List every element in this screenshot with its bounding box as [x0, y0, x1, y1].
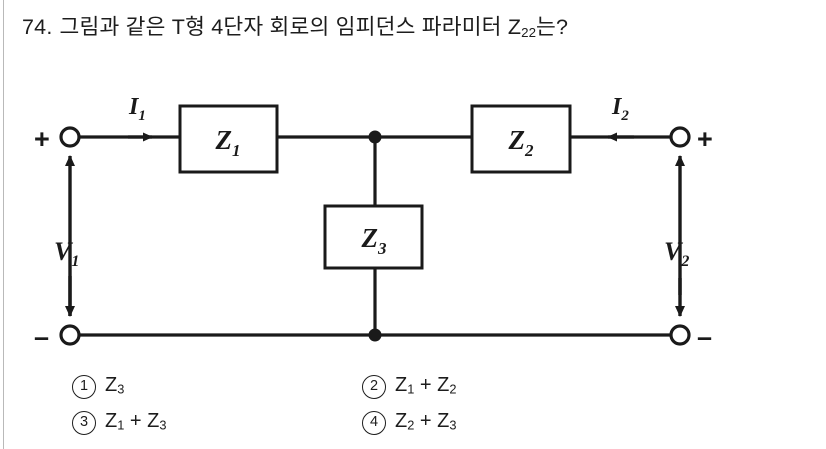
- question-text-tail: 는?: [536, 15, 569, 39]
- answer-choice-list: 1 Z3 2 Z1 + Z2 3 Z1 + Z3 4 Z2 + Z3: [0, 374, 826, 446]
- answer-choice-1-expression: Z3: [105, 374, 125, 397]
- answer-choice-4[interactable]: 4 Z2 + Z3: [362, 410, 456, 437]
- answer-choice-3[interactable]: 3 Z1 + Z3: [72, 410, 166, 437]
- impedance-label-z2: Z2: [508, 125, 535, 160]
- answer-choice-2-marker: 2: [362, 375, 386, 399]
- polarity-sign-bottom-right: –: [697, 322, 712, 352]
- answer-choice-4-expression: Z2 + Z3: [395, 410, 457, 433]
- junction-dot-bottom: [368, 328, 382, 342]
- current-label-i2: I2: [611, 94, 629, 124]
- polarity-sign-bottom-left: –: [34, 322, 49, 352]
- terminal-bottom-left: [59, 324, 81, 346]
- terminal-top-left: [59, 126, 81, 148]
- answer-choice-4-marker: 4: [362, 411, 386, 435]
- voltage-label-v2: V2: [664, 237, 689, 270]
- question-number: 74.: [22, 15, 53, 39]
- answer-choice-3-expression: Z1 + Z3: [105, 410, 167, 433]
- current-label-i1: I1: [128, 94, 146, 124]
- question-text-main: 그림과 같은 T형 4단자 회로의 임피던스 파라미터 Z: [59, 15, 522, 39]
- page-left-edge-rule: [3, 0, 4, 449]
- terminal-top-right: [669, 126, 691, 148]
- impedance-label-z3: Z3: [361, 223, 388, 258]
- circuit-diagram: Z1 Z2 Z3: [0, 80, 826, 370]
- impedance-box-z1: [178, 104, 279, 174]
- terminal-bottom-right: [669, 324, 691, 346]
- question-statement: 74.그림과 같은 T형 4단자 회로의 임피던스 파라미터 Z22는?: [22, 12, 812, 48]
- answer-choice-3-marker: 3: [72, 411, 96, 435]
- answer-choice-2[interactable]: 2 Z1 + Z2: [362, 374, 456, 401]
- answer-choice-2-expression: Z1 + Z2: [395, 374, 457, 397]
- impedance-label-z1: Z1: [215, 125, 241, 160]
- polarity-sign-top-right: +: [697, 124, 713, 154]
- answer-choice-1-marker: 1: [72, 375, 96, 399]
- impedance-box-z2: [470, 104, 572, 174]
- circuit-svg: Z1 Z2 Z3: [34, 94, 713, 352]
- answer-choice-1[interactable]: 1 Z3: [72, 374, 124, 401]
- question-subscript: 22: [521, 24, 536, 40]
- voltage-label-v1: V1: [54, 237, 79, 270]
- polarity-sign-top-left: +: [34, 124, 50, 154]
- junction-dot-top: [368, 130, 382, 144]
